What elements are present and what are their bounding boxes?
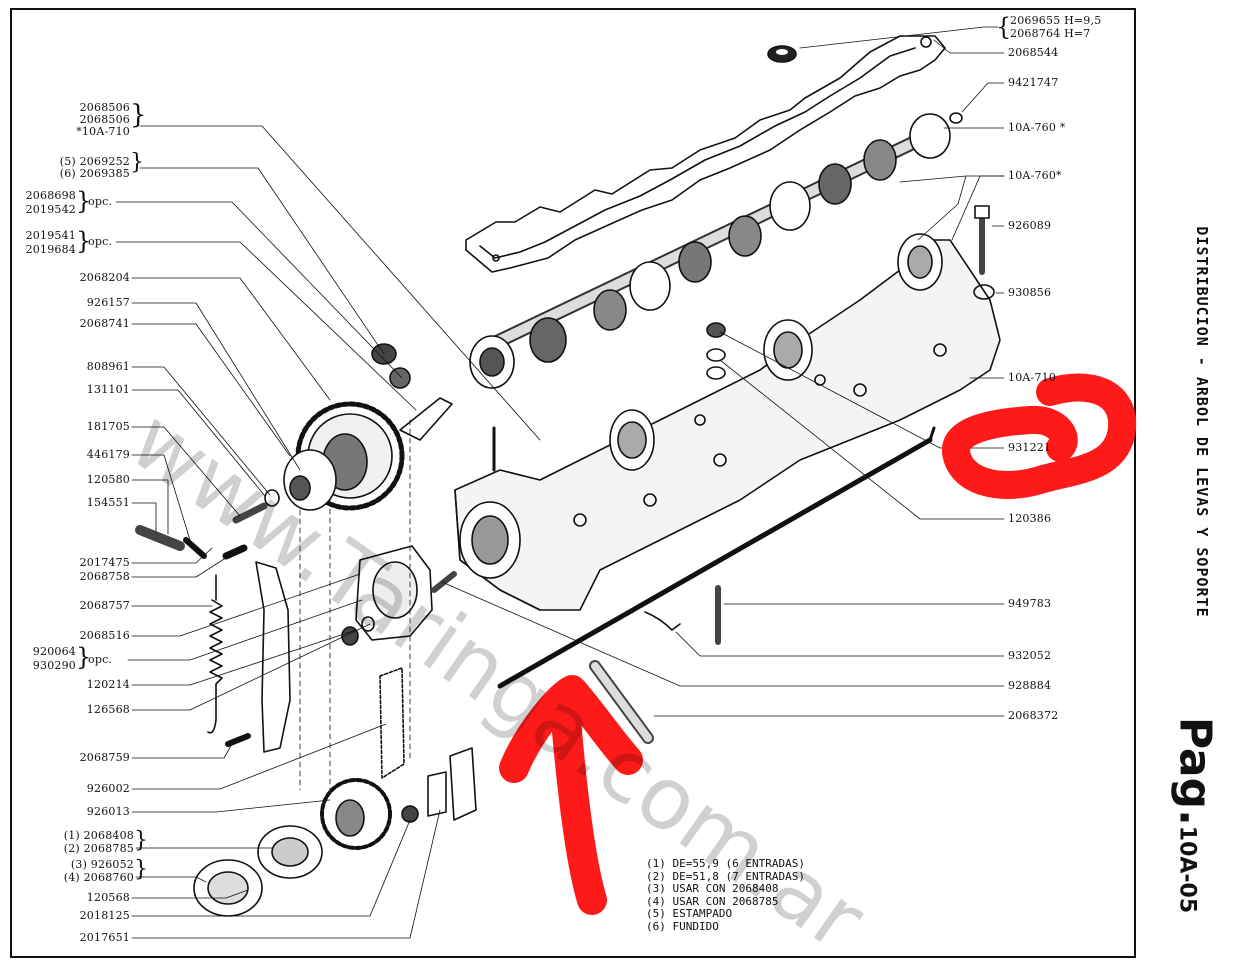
brace: } — [134, 828, 148, 853]
callout-label: 926157 — [86, 296, 130, 309]
callout-label: (6) 2069385 — [59, 167, 130, 180]
optional-label: opc. — [88, 653, 113, 666]
callout-label: 2068741 — [79, 317, 130, 330]
red-marker-annotations — [499, 373, 1137, 915]
brace: } — [130, 100, 147, 130]
section-title: DISTRIBUCION - ARBOL DE LEVAS Y SOPORTE — [1192, 212, 1212, 632]
callout-label: (3) 926052 — [70, 858, 134, 871]
callout-label: 181705 — [86, 420, 130, 433]
callout-label: 2019542 — [25, 203, 76, 216]
callout-label: 2068372 — [1008, 709, 1059, 722]
callout-label: 2068204 — [79, 271, 130, 284]
callout-label: 2068759 — [79, 751, 130, 764]
callout-label: 10A-760 * — [1008, 121, 1066, 134]
callout-label: 2068758 — [79, 570, 130, 583]
callout-label: 2068698 — [25, 189, 76, 202]
footnote: (6) FUNDIDO — [646, 919, 719, 933]
page-prefix: Pag. — [1169, 716, 1221, 826]
callout-label: 2068506 — [79, 101, 130, 114]
page-number-value: 10A-05 — [1174, 825, 1200, 914]
footnotes: (1) DE=55,9 (6 ENTRADAS) (2) DE=51,8 (7 … — [646, 857, 805, 934]
brace: } — [76, 643, 92, 671]
camshaft-carrier — [454, 233, 1001, 611]
callout-label: 120214 — [86, 678, 130, 691]
brace: } — [134, 857, 148, 882]
callout-label: 120386 — [1008, 512, 1052, 525]
camshaft — [469, 113, 951, 389]
optional-label: opc. — [88, 235, 113, 248]
callout-label: 446179 — [86, 448, 130, 461]
brace: { — [996, 13, 1012, 41]
callout-label: 2068516 — [79, 629, 130, 642]
callout-label: (5) 2069252 — [59, 155, 130, 168]
brace: } — [130, 150, 144, 175]
diagram-frame — [10, 8, 1136, 958]
callout-label: 920064 — [32, 645, 76, 658]
callout-label: 154551 — [86, 496, 130, 509]
oil-tube — [497, 437, 933, 689]
callout-label: 930290 — [32, 659, 76, 672]
callout-label: 932052 — [1008, 649, 1052, 662]
callout-label: 2017475 — [79, 556, 130, 569]
brace: } — [76, 227, 92, 255]
callout-label: 949783 — [1008, 597, 1052, 610]
footnote: (5) ESTAMPADO — [646, 907, 733, 921]
callout-label: 2019541 — [25, 229, 76, 242]
callout-label: 926002 — [86, 782, 130, 795]
callout-label: (2) 2068785 — [63, 842, 134, 855]
footnote: (3) USAR CON 2068408 — [646, 882, 779, 896]
footnote: (2) DE=51,8 (7 ENTRADAS) — [646, 869, 805, 883]
callout-label: 2068757 — [79, 599, 130, 612]
cam-sprocket — [283, 401, 405, 511]
callout-label: 2068764 H=7 — [1010, 27, 1091, 40]
callout-label: 126568 — [86, 703, 130, 716]
callout-label: 131101 — [86, 383, 130, 396]
footnote: (1) DE=55,9 (6 ENTRADAS) — [646, 857, 805, 870]
brace: } — [76, 187, 92, 215]
callout-label: 9421747 — [1008, 76, 1059, 89]
callout-label: 930856 — [1008, 286, 1052, 299]
page-number: Pag.10A-05 — [1160, 715, 1230, 915]
callout-label: 926013 — [86, 805, 130, 818]
callout-label: 808961 — [86, 360, 130, 373]
callout-label: 120568 — [86, 891, 130, 904]
callout-label: *10A-710 — [76, 125, 130, 138]
callout-label: 931221 — [1008, 441, 1052, 454]
callout-label: 10A-760* — [1008, 169, 1062, 182]
cover-gasket — [465, 35, 946, 273]
tensioner-spring — [207, 574, 223, 734]
callout-label: 120580 — [86, 473, 130, 486]
callout-label: 2018125 — [79, 909, 130, 922]
callout-label: (4) 2068760 — [63, 871, 134, 884]
callout-label: 2069655 H=9,5 — [1010, 14, 1102, 27]
optional-label: opc. — [88, 195, 113, 208]
callout-label: (1) 2068408 — [63, 829, 134, 842]
red-arrow-shaft — [551, 705, 607, 915]
callout-label: 928884 — [1008, 679, 1052, 692]
callout-label: 926089 — [1008, 219, 1052, 232]
callout-label: 2068506 — [79, 113, 130, 126]
callout-label: 2068544 — [1008, 46, 1059, 59]
red-circle-mark — [942, 373, 1137, 499]
footnote: (4) USAR CON 2068785 — [646, 894, 779, 908]
callout-label: 2019684 — [25, 243, 76, 256]
section-title-text: DISTRIBUCION - ARBOL DE LEVAS Y SOPORTE — [1193, 226, 1211, 618]
callout-label: 10A-710 — [1008, 371, 1057, 384]
red-arrow-head — [499, 675, 643, 783]
callout-label: 2017651 — [79, 931, 130, 944]
